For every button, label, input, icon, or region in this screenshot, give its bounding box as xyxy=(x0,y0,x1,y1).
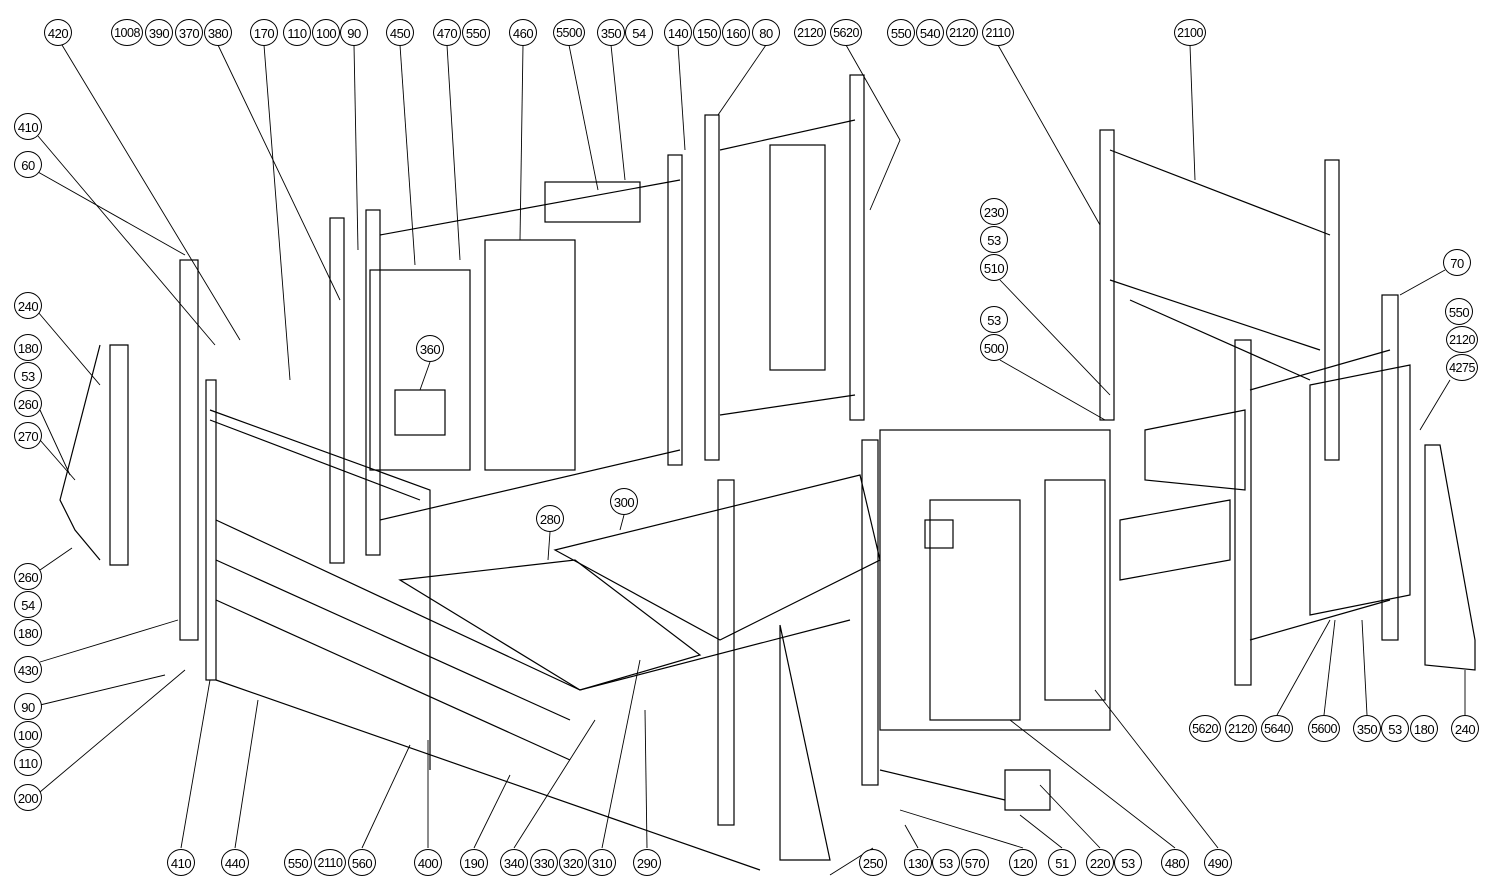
item-balloon-270: 270 xyxy=(14,422,42,449)
item-balloon-550: 550 xyxy=(462,19,490,46)
item-balloon-430: 430 xyxy=(14,656,42,683)
item-balloon-53: 53 xyxy=(14,362,42,389)
item-balloon-5620: 5620 xyxy=(1189,715,1221,742)
item-balloon-200: 200 xyxy=(14,784,42,811)
item-balloon-510: 510 xyxy=(980,254,1008,281)
item-balloon-490: 490 xyxy=(1204,849,1232,876)
item-balloon-240: 240 xyxy=(1451,715,1479,742)
item-balloon-53: 53 xyxy=(1381,715,1409,742)
item-balloon-110: 110 xyxy=(283,19,311,46)
item-balloon-2120: 2120 xyxy=(1446,326,1478,353)
item-balloon-110: 110 xyxy=(14,749,42,776)
item-balloon-120: 120 xyxy=(1009,849,1037,876)
frame-structure xyxy=(59,74,1476,871)
item-balloon-330: 330 xyxy=(530,849,558,876)
item-balloon-450: 450 xyxy=(386,19,414,46)
item-balloon-290: 290 xyxy=(633,849,661,876)
item-balloon-2110: 2110 xyxy=(314,849,346,876)
item-balloon-90: 90 xyxy=(340,19,368,46)
item-balloon-440: 440 xyxy=(221,849,249,876)
item-balloon-80: 80 xyxy=(752,19,780,46)
item-balloon-150: 150 xyxy=(693,19,721,46)
item-balloon-5620: 5620 xyxy=(830,19,862,46)
item-balloon-470: 470 xyxy=(433,19,461,46)
item-balloon-310: 310 xyxy=(588,849,616,876)
item-balloon-1008: 1008 xyxy=(111,19,143,46)
item-balloon-70: 70 xyxy=(1443,249,1471,276)
item-balloon-240: 240 xyxy=(14,292,42,319)
item-balloon-170: 170 xyxy=(250,19,278,46)
item-balloon-260: 260 xyxy=(14,390,42,417)
item-balloon-540: 540 xyxy=(916,19,944,46)
item-balloon-54: 54 xyxy=(625,19,653,46)
item-balloon-53: 53 xyxy=(980,306,1008,333)
item-balloon-190: 190 xyxy=(460,849,488,876)
item-balloon-5640: 5640 xyxy=(1261,715,1293,742)
item-balloon-4275: 4275 xyxy=(1446,354,1478,381)
item-balloon-5600: 5600 xyxy=(1308,715,1340,742)
item-balloon-100: 100 xyxy=(14,721,42,748)
item-balloon-53: 53 xyxy=(980,226,1008,253)
item-balloon-420: 420 xyxy=(44,19,72,46)
item-balloon-2110: 2110 xyxy=(982,19,1014,46)
item-balloon-550: 550 xyxy=(1445,298,1473,325)
item-balloon-560: 560 xyxy=(348,849,376,876)
item-balloon-360: 360 xyxy=(416,335,444,362)
item-balloon-380: 380 xyxy=(204,19,232,46)
item-balloon-570: 570 xyxy=(961,849,989,876)
item-balloon-410: 410 xyxy=(14,113,42,140)
item-balloon-280: 280 xyxy=(536,505,564,532)
item-balloon-250: 250 xyxy=(859,849,887,876)
item-balloon-180: 180 xyxy=(14,619,42,646)
item-balloon-140: 140 xyxy=(664,19,692,46)
item-balloon-340: 340 xyxy=(500,849,528,876)
item-balloon-160: 160 xyxy=(722,19,750,46)
item-balloon-54: 54 xyxy=(14,591,42,618)
item-balloon-400: 400 xyxy=(414,849,442,876)
item-balloon-53: 53 xyxy=(1114,849,1142,876)
item-balloon-2120: 2120 xyxy=(1225,715,1257,742)
item-balloon-350: 350 xyxy=(597,19,625,46)
item-balloon-100: 100 xyxy=(312,19,340,46)
item-balloon-220: 220 xyxy=(1086,849,1114,876)
item-balloon-500: 500 xyxy=(980,334,1008,361)
item-balloon-320: 320 xyxy=(559,849,587,876)
item-balloon-2120: 2120 xyxy=(946,19,978,46)
item-balloon-480: 480 xyxy=(1161,849,1189,876)
item-balloon-53: 53 xyxy=(932,849,960,876)
item-balloon-60: 60 xyxy=(14,151,42,178)
item-balloon-2100: 2100 xyxy=(1174,19,1206,46)
item-balloon-2120: 2120 xyxy=(794,19,826,46)
item-balloon-410: 410 xyxy=(167,849,195,876)
item-balloon-300: 300 xyxy=(610,488,638,515)
item-balloon-230: 230 xyxy=(980,198,1008,225)
item-balloon-370: 370 xyxy=(175,19,203,46)
item-balloon-180: 180 xyxy=(14,334,42,361)
item-balloon-90: 90 xyxy=(14,693,42,720)
item-balloon-260: 260 xyxy=(14,563,42,590)
item-balloon-550: 550 xyxy=(887,19,915,46)
item-balloon-350: 350 xyxy=(1353,715,1381,742)
item-balloon-180: 180 xyxy=(1410,715,1438,742)
item-balloon-130: 130 xyxy=(904,849,932,876)
item-balloon-390: 390 xyxy=(145,19,173,46)
item-balloon-460: 460 xyxy=(509,19,537,46)
item-balloon-51: 51 xyxy=(1048,849,1076,876)
item-balloon-5500: 5500 xyxy=(553,19,585,46)
item-balloon-550: 550 xyxy=(284,849,312,876)
